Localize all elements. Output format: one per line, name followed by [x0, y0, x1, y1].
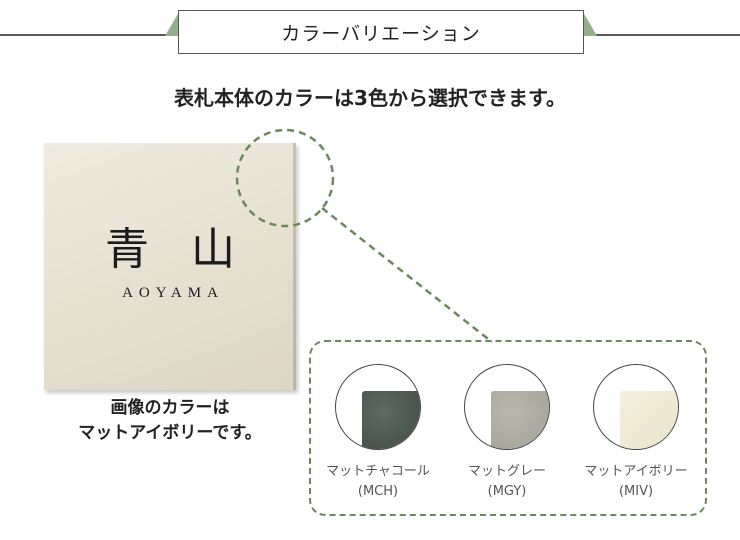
ribbon-fold-right: [583, 12, 597, 36]
ribbon-fold-left: [165, 12, 179, 36]
swatch-code-miv: (MIV): [618, 484, 654, 499]
caption-line-1: 画像のカラーは: [110, 398, 230, 418]
swatch-circle-mgy: [464, 364, 550, 450]
swatch-name-mch: マットチャコール: [326, 464, 430, 479]
color-swatch-panel: マットチャコール (MCH) マットグレー (MGY) マットアイボリー (MI…: [309, 340, 707, 516]
header-rule-right: [592, 34, 740, 36]
nameplate-image: 青山 AOYAMA: [44, 143, 296, 390]
section-title: カラーバリエーション: [178, 10, 584, 54]
nameplate-kanji: 青山: [105, 224, 277, 275]
swatch-circle-mch: [335, 364, 421, 450]
swatch-mgy: マットグレー (MGY): [444, 364, 570, 499]
nameplate-roman: AOYAMA: [122, 285, 224, 301]
swatch-sample-mch: [362, 391, 420, 449]
swatch-name-mgy: マットグレー: [467, 464, 546, 479]
swatch-miv: マットアイボリー (MIV): [573, 364, 699, 499]
header-rule-left: [0, 34, 168, 36]
swatch-circle-miv: [593, 364, 679, 450]
swatch-mch: マットチャコール (MCH): [315, 364, 441, 499]
caption-line-2: マットアイボリーです。: [78, 423, 262, 443]
swatch-code-mch: (MCH): [357, 484, 399, 499]
zoom-connector: [321, 207, 493, 343]
swatch-sample-mgy: [491, 391, 549, 449]
image-caption: 画像のカラーは マットアイボリーです。: [44, 396, 296, 446]
swatch-code-mgy: (MGY): [487, 484, 527, 499]
swatch-sample-miv: [620, 391, 678, 449]
zoom-circle: [235, 128, 335, 228]
swatch-name-miv: マットアイボリー: [584, 464, 688, 479]
section-subtitle: 表札本体のカラーは3色から選択できます。: [174, 86, 566, 110]
